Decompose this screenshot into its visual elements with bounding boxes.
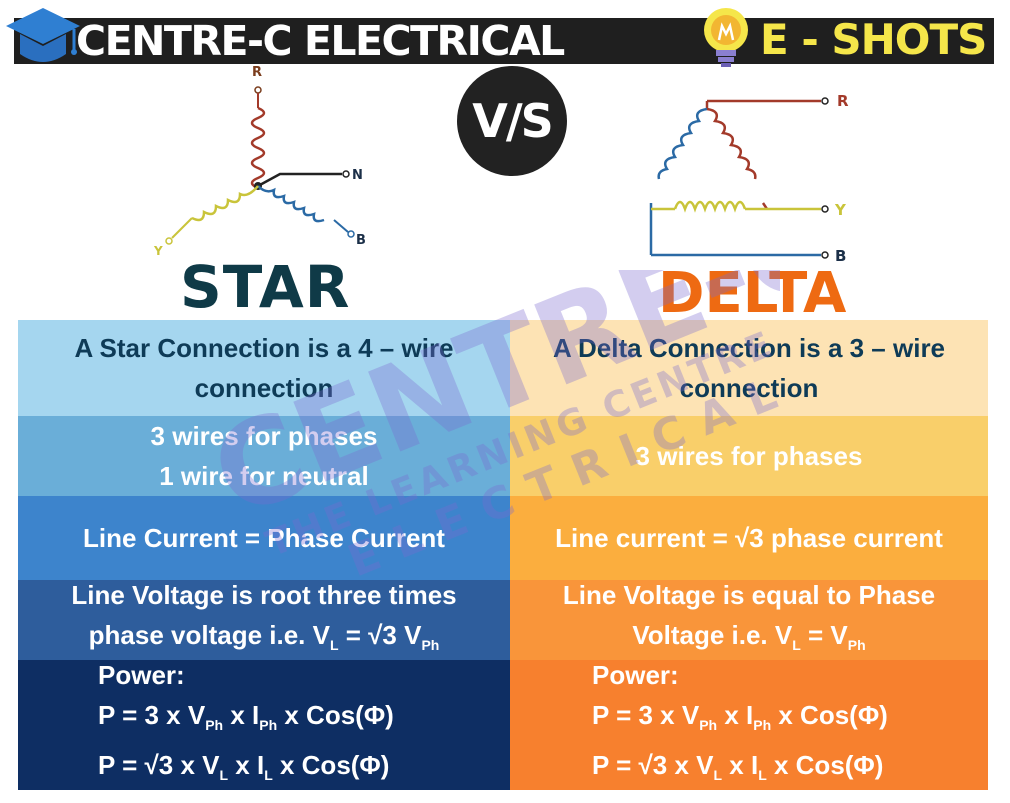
delta-connection-diagram: R Y B [649, 92, 849, 265]
comparison-row-phases: 3 wires for phases 1 wire for neutral 3 … [18, 416, 988, 496]
star-power-formula: Power: P = 3 x VPh x IPh x Cos(Φ) P = √3… [18, 660, 510, 790]
star-label-y: Y [153, 244, 163, 258]
star-label-r: R [252, 65, 262, 80]
star-heading: STAR [180, 253, 351, 321]
series-label: E - SHOTS [760, 15, 987, 64]
comparison-row-voltage: Line Voltage is root three times phase v… [18, 580, 988, 660]
star-line-current: Line Current = Phase Current [18, 496, 510, 580]
star-label-b: B [356, 233, 366, 248]
versus-badge: V/S [457, 66, 567, 176]
star-line-voltage: Line Voltage is root three times phase v… [18, 580, 510, 660]
light-bulb-icon [704, 8, 748, 67]
delta-label-r: R [837, 92, 849, 110]
comparison-row-wires: A Star Connection is a 4 – wire connecti… [18, 320, 988, 416]
delta-line-voltage: Line Voltage is equal to Phase Voltage i… [510, 580, 988, 660]
header-bar [14, 18, 994, 64]
comparison-row-current: Line Current = Phase Current Line curren… [18, 496, 988, 580]
delta-label-b: B [835, 247, 846, 265]
delta-wire-count: A Delta Connection is a 3 – wire connect… [510, 320, 988, 416]
delta-line-current: Line current = √3 phase current [510, 496, 988, 580]
delta-phase-wires: 3 wires for phases [510, 416, 988, 496]
delta-heading: DELTA [658, 261, 847, 326]
brand-title: CENTRE-C ELECTRICAL [76, 17, 565, 65]
delta-label-y: Y [834, 201, 847, 219]
graduation-cap-icon [6, 8, 80, 62]
star-connection-diagram: R N B Y [153, 65, 366, 258]
star-wire-count: A Star Connection is a 4 – wire connecti… [18, 320, 510, 416]
comparison-table: A Star Connection is a 4 – wire connecti… [18, 320, 988, 790]
delta-power-formula: Power: P = 3 x VPh x IPh x Cos(Φ) P = √3… [510, 660, 988, 790]
star-label-n: N [352, 168, 363, 183]
comparison-row-power: Power: P = 3 x VPh x IPh x Cos(Φ) P = √3… [18, 660, 988, 790]
star-phase-wires: 3 wires for phases 1 wire for neutral [18, 416, 510, 496]
